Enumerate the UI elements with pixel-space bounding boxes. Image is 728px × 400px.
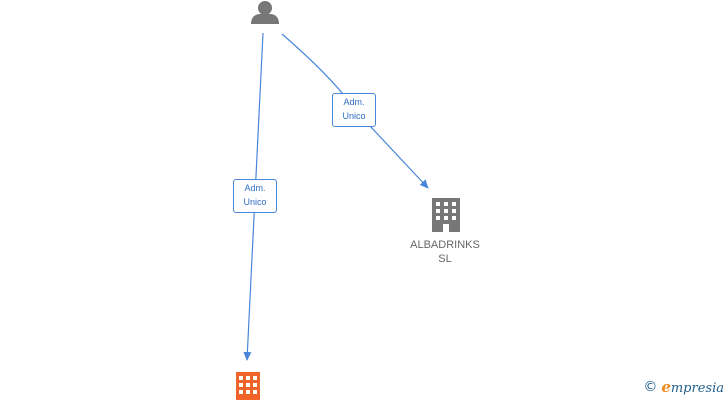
role-line-1: Adm. (244, 183, 266, 193)
role-line-2: Unico (342, 111, 366, 121)
role-line-1: Adm. (343, 97, 365, 107)
edge-label-to-orange-company[interactable]: Adm. Unico (233, 179, 277, 213)
role-line-2: Unico (243, 197, 267, 207)
copyright-icon: © (643, 379, 658, 395)
company-name-albadrinks[interactable]: ALBADRINKS SL (410, 239, 480, 265)
brand-e-letter: e (661, 378, 671, 396)
building-icon[interactable] (432, 198, 460, 232)
brand-name-rest: mpresia (670, 381, 724, 396)
empresia-logo: © empresia (643, 378, 724, 396)
edge-label-to-albadrinks[interactable]: Adm. Unico (332, 93, 376, 127)
person-icon[interactable] (251, 1, 279, 24)
building-icon[interactable] (236, 372, 260, 400)
